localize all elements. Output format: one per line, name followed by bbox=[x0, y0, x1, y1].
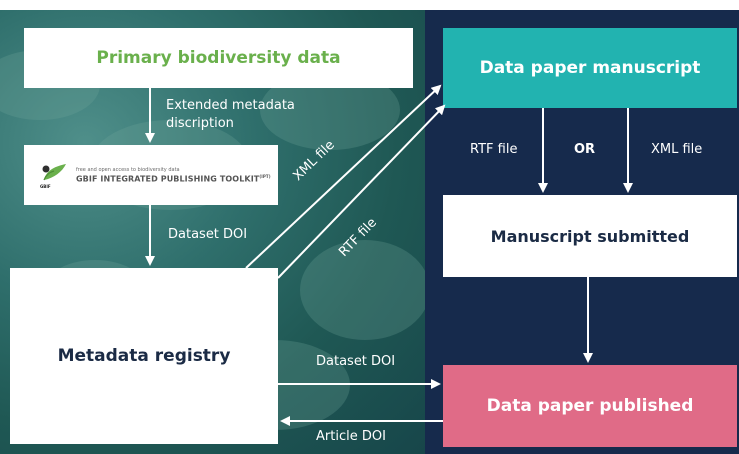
dataset-doi-label-1: Dataset DOI bbox=[168, 227, 248, 242]
dataset-doi-label-2: Dataset DOI bbox=[316, 354, 396, 369]
gbif-org-label: GBIF bbox=[40, 184, 51, 189]
published-label: Data paper published bbox=[486, 396, 694, 416]
rtf-file-label: RTF file bbox=[470, 142, 518, 157]
published-box: Data paper published bbox=[443, 365, 737, 447]
submitted-box: Manuscript submitted bbox=[443, 195, 737, 277]
extended-metadata-label: Extended metadata discription bbox=[166, 97, 295, 133]
gbif-leaf-icon: GBIF bbox=[38, 162, 70, 189]
extended-metadata-line2: discription bbox=[166, 116, 234, 131]
xml-file-label: XML file bbox=[651, 142, 703, 157]
ipt-name: GBIF INTEGRATED PUBLISHING TOOLKIT bbox=[76, 174, 260, 184]
metadata-registry-box: Metadata registry bbox=[10, 268, 278, 444]
manuscript-box: Data paper manuscript bbox=[443, 28, 737, 108]
primary-data-box: Primary biodiversity data bbox=[24, 28, 413, 88]
gbif-ipt-logo: GBIF free and open access to biodiversit… bbox=[38, 162, 271, 189]
submitted-label: Manuscript submitted bbox=[490, 226, 690, 246]
primary-data-label: Primary biodiversity data bbox=[96, 48, 341, 68]
metadata-registry-label: Metadata registry bbox=[57, 346, 231, 366]
extended-metadata-line1: Extended metadata bbox=[166, 98, 295, 113]
ipt-box: GBIF free and open access to biodiversit… bbox=[24, 145, 278, 205]
manuscript-label: Data paper manuscript bbox=[479, 58, 701, 78]
or-label: OR bbox=[574, 142, 596, 157]
article-doi-label: Article DOI bbox=[316, 429, 386, 444]
arrow-registry-rtf bbox=[277, 104, 446, 279]
arrow-registry-xml bbox=[245, 84, 442, 269]
ipt-sup: (IPT) bbox=[259, 173, 271, 179]
ipt-tagline: free and open access to biodiversity dat… bbox=[76, 166, 180, 173]
